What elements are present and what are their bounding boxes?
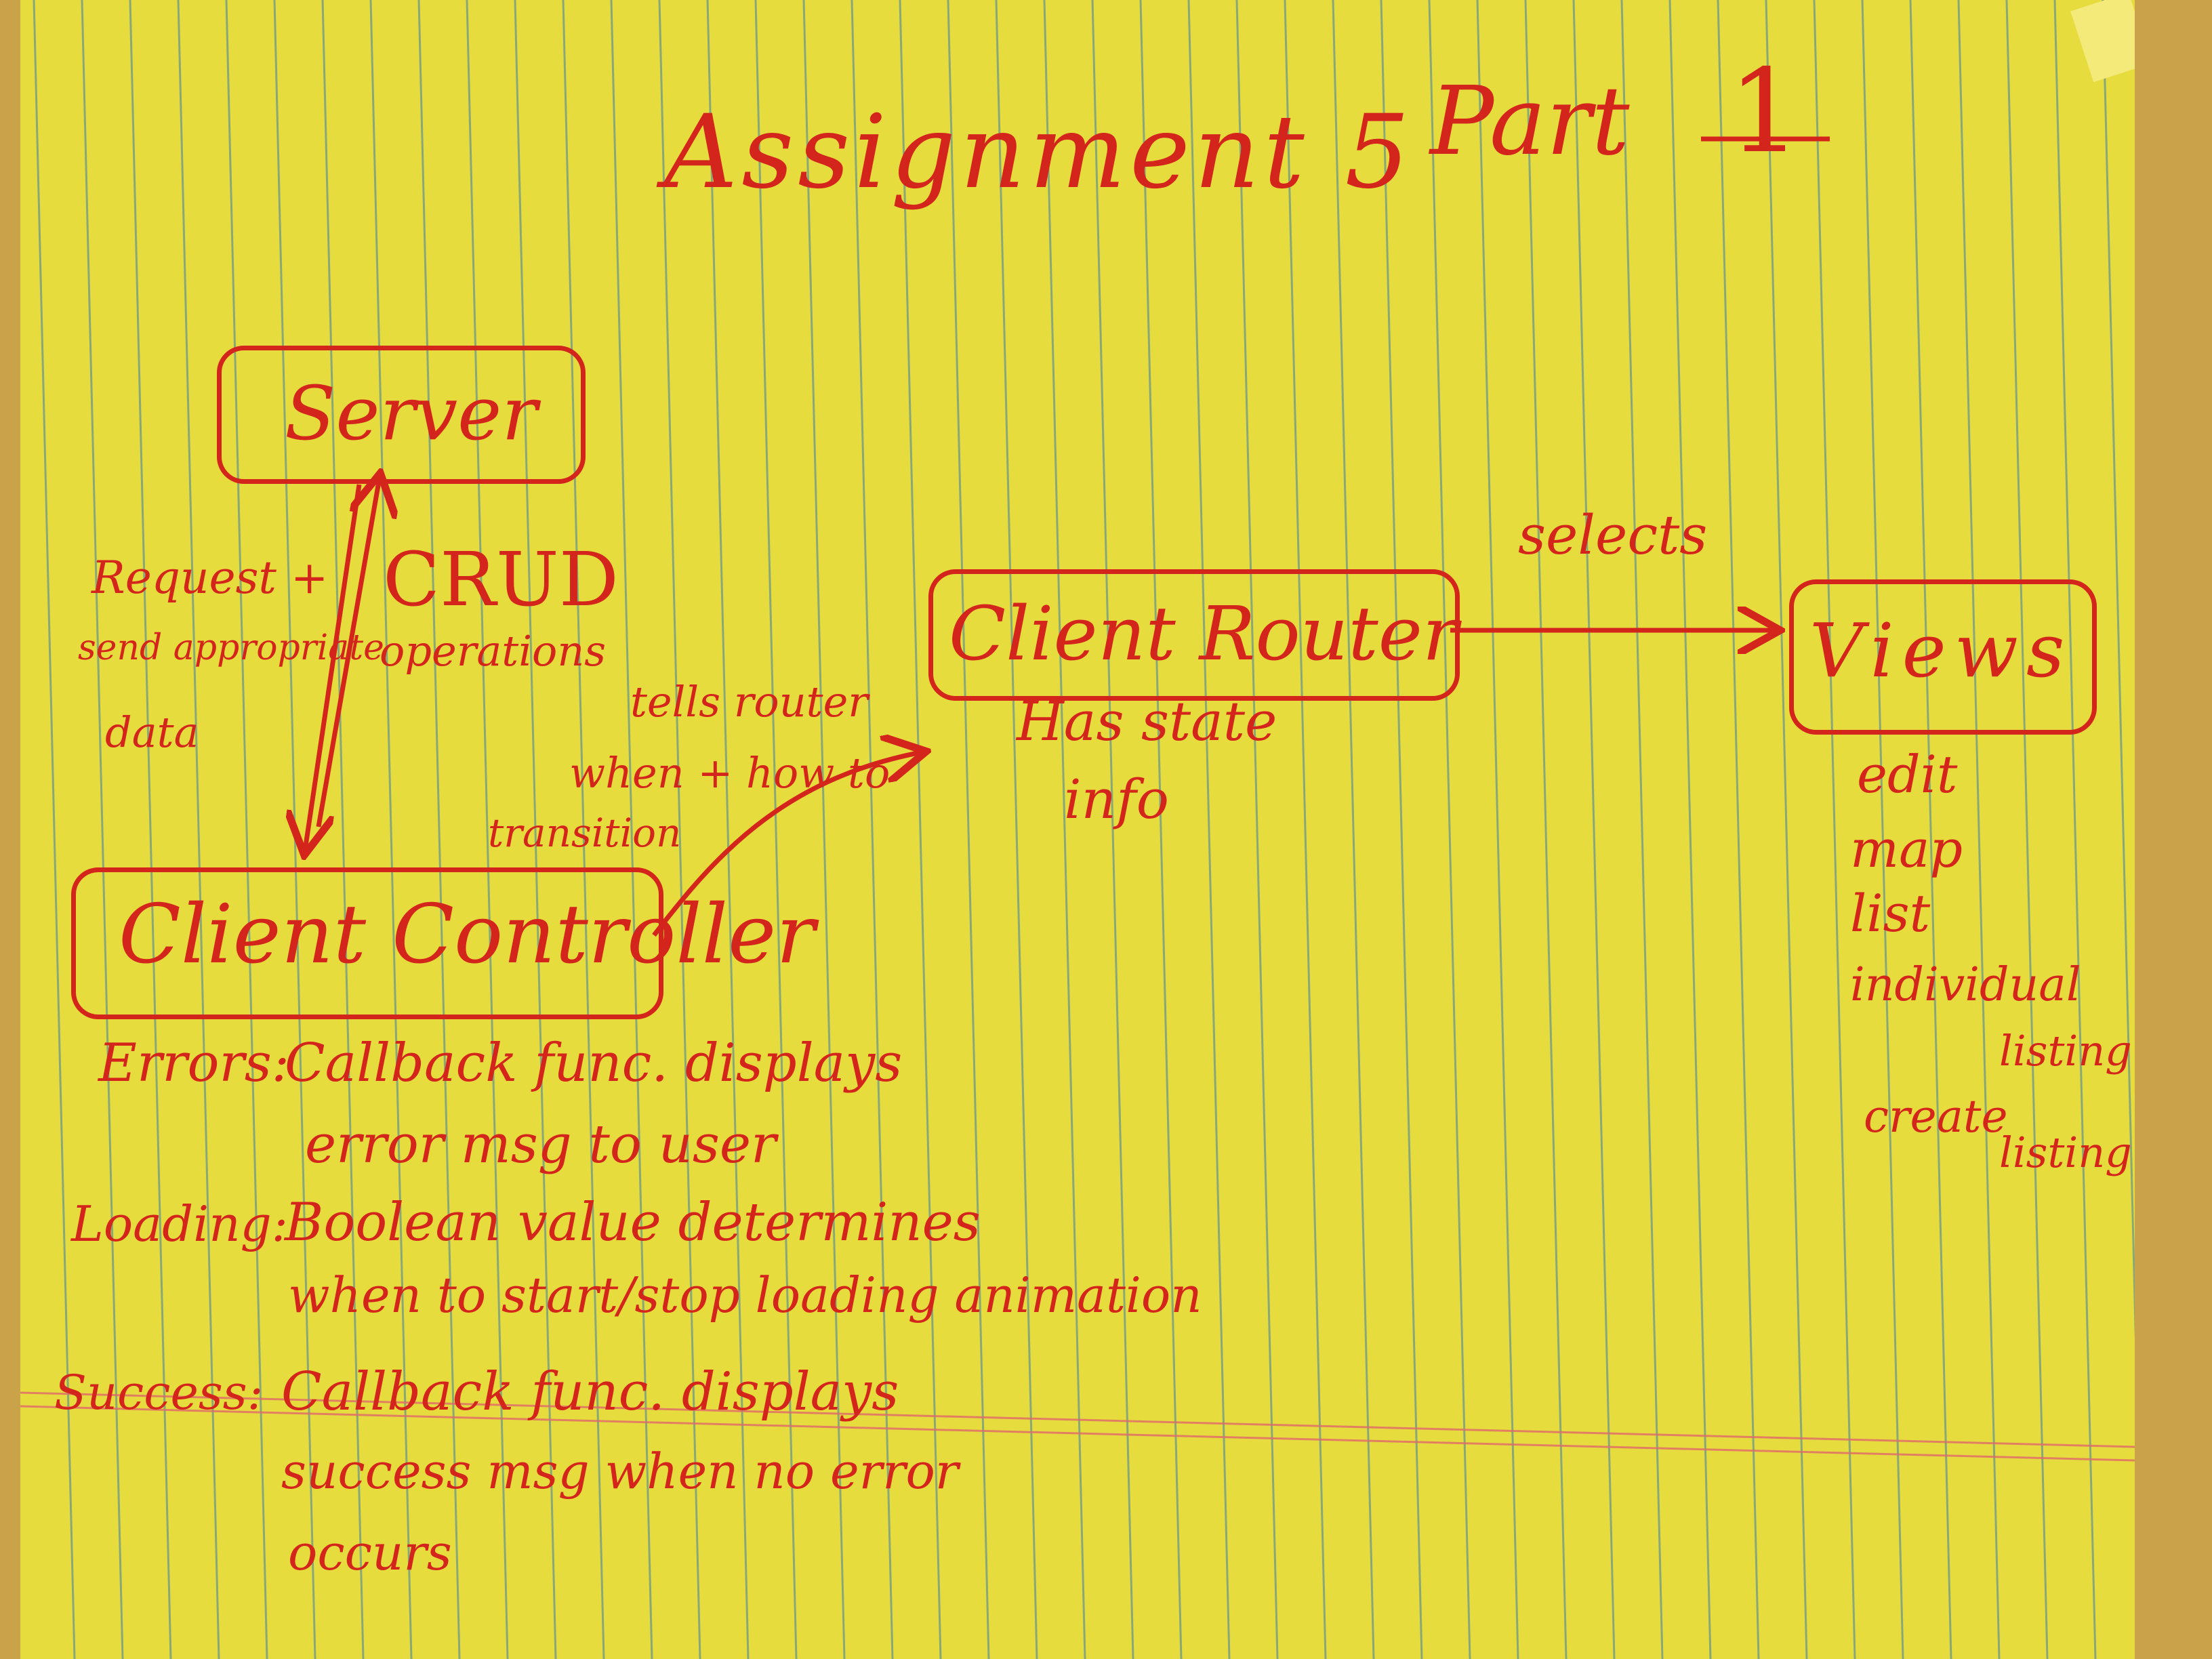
legal-pad-sheet: Assignment 5 Part 1 Server Client Contro… — [20, 0, 2135, 1659]
ruled-line — [1765, 0, 1808, 1659]
ruled-line — [1668, 0, 1712, 1659]
router-note-2: info — [1064, 768, 1169, 831]
ruled-line — [947, 0, 990, 1659]
ruled-line — [1187, 0, 1231, 1659]
note-errors-line-1: Callback func. displays — [285, 1033, 903, 1094]
ruled-line — [1284, 0, 1327, 1659]
views-item-listing-2: listing — [1999, 1128, 2132, 1177]
ruled-lines — [20, 0, 2135, 1659]
views-item-map: map — [1850, 819, 1963, 879]
note-loading-line-2: when to start/stop loading animation — [288, 1267, 1202, 1324]
ruled-line — [2005, 0, 2049, 1659]
request-label-3: data — [105, 708, 199, 757]
note-success-line-2: success msg when no error — [281, 1443, 959, 1500]
ruled-line — [1380, 0, 1423, 1659]
ruled-line — [514, 0, 557, 1659]
views-item-individual: individual — [1850, 958, 2081, 1012]
note-success-line-1: Callback func. displays — [281, 1361, 899, 1422]
client-controller-node — [71, 867, 663, 1019]
ruled-line — [225, 0, 268, 1659]
margin-line — [20, 1391, 2135, 1448]
ruled-line — [369, 0, 413, 1659]
views-label: Views — [1809, 607, 2073, 694]
ruled-line — [1957, 0, 2001, 1659]
client-router-label: Client Router — [949, 590, 1458, 677]
tells-router-label-2: when + how to — [569, 748, 890, 798]
ruled-line — [1620, 0, 1664, 1659]
note-errors-line-2: error msg to user — [305, 1114, 777, 1175]
ruled-line — [1572, 0, 1616, 1659]
title-part-word: Part — [1430, 66, 1630, 177]
ruled-line — [466, 0, 509, 1659]
server-node — [217, 346, 586, 484]
ruled-line — [177, 0, 220, 1659]
title-part-number: 1 — [1728, 45, 1802, 179]
tells-router-label-1: tells router — [630, 677, 868, 726]
views-item-list: list — [1850, 883, 1931, 943]
tells-router-label-3: transition — [488, 810, 682, 856]
ruled-line — [1909, 0, 1952, 1659]
ruled-line — [1476, 0, 1519, 1659]
note-loading-key: Loading: — [71, 1195, 288, 1252]
ruled-line — [81, 0, 124, 1659]
ruled-line — [1091, 0, 1134, 1659]
ruled-line — [1332, 0, 1375, 1659]
ruled-line — [2102, 0, 2135, 1341]
ruled-line — [1043, 0, 1086, 1659]
ruled-line — [1524, 0, 1568, 1659]
margin-line — [20, 1405, 2135, 1462]
views-item-edit: edit — [1857, 744, 1958, 804]
server-label: Server — [285, 370, 537, 457]
ruled-line — [899, 0, 942, 1659]
router-note-1: Has state — [1017, 690, 1277, 753]
title-text: Assignment 5 — [664, 94, 1414, 211]
ruled-line — [417, 0, 461, 1659]
note-success-line-3: occurs — [288, 1524, 452, 1581]
crud-label: CRUD — [383, 536, 619, 623]
ruled-line — [610, 0, 653, 1659]
ruled-line — [1235, 0, 1279, 1659]
selects-label: selects — [1518, 504, 1708, 567]
views-item-create: create — [1864, 1090, 2008, 1143]
ruled-line — [1813, 0, 1856, 1659]
ruled-line — [995, 0, 1038, 1659]
ruled-line — [129, 0, 172, 1659]
ruled-line — [1139, 0, 1183, 1659]
ruled-line — [1717, 0, 1760, 1659]
ruled-line — [33, 0, 76, 1659]
client-router-node — [928, 569, 1460, 701]
views-node — [1789, 579, 2097, 735]
request-label-1: Request + — [91, 552, 329, 604]
ruled-line — [562, 0, 605, 1659]
note-errors-key: Errors: — [98, 1033, 290, 1094]
note-loading-line-1: Boolean value determines — [285, 1192, 981, 1253]
client-controller-label: Client Controller — [119, 888, 815, 982]
request-label-2: send appropriate — [78, 628, 384, 668]
ruled-line — [1861, 0, 1904, 1659]
ruled-line — [2053, 0, 2097, 1659]
note-success-key: Success: — [54, 1365, 264, 1420]
ruled-line — [1428, 0, 1471, 1659]
views-item-listing-1: listing — [1999, 1026, 2132, 1076]
operations-label: operations — [380, 626, 607, 676]
